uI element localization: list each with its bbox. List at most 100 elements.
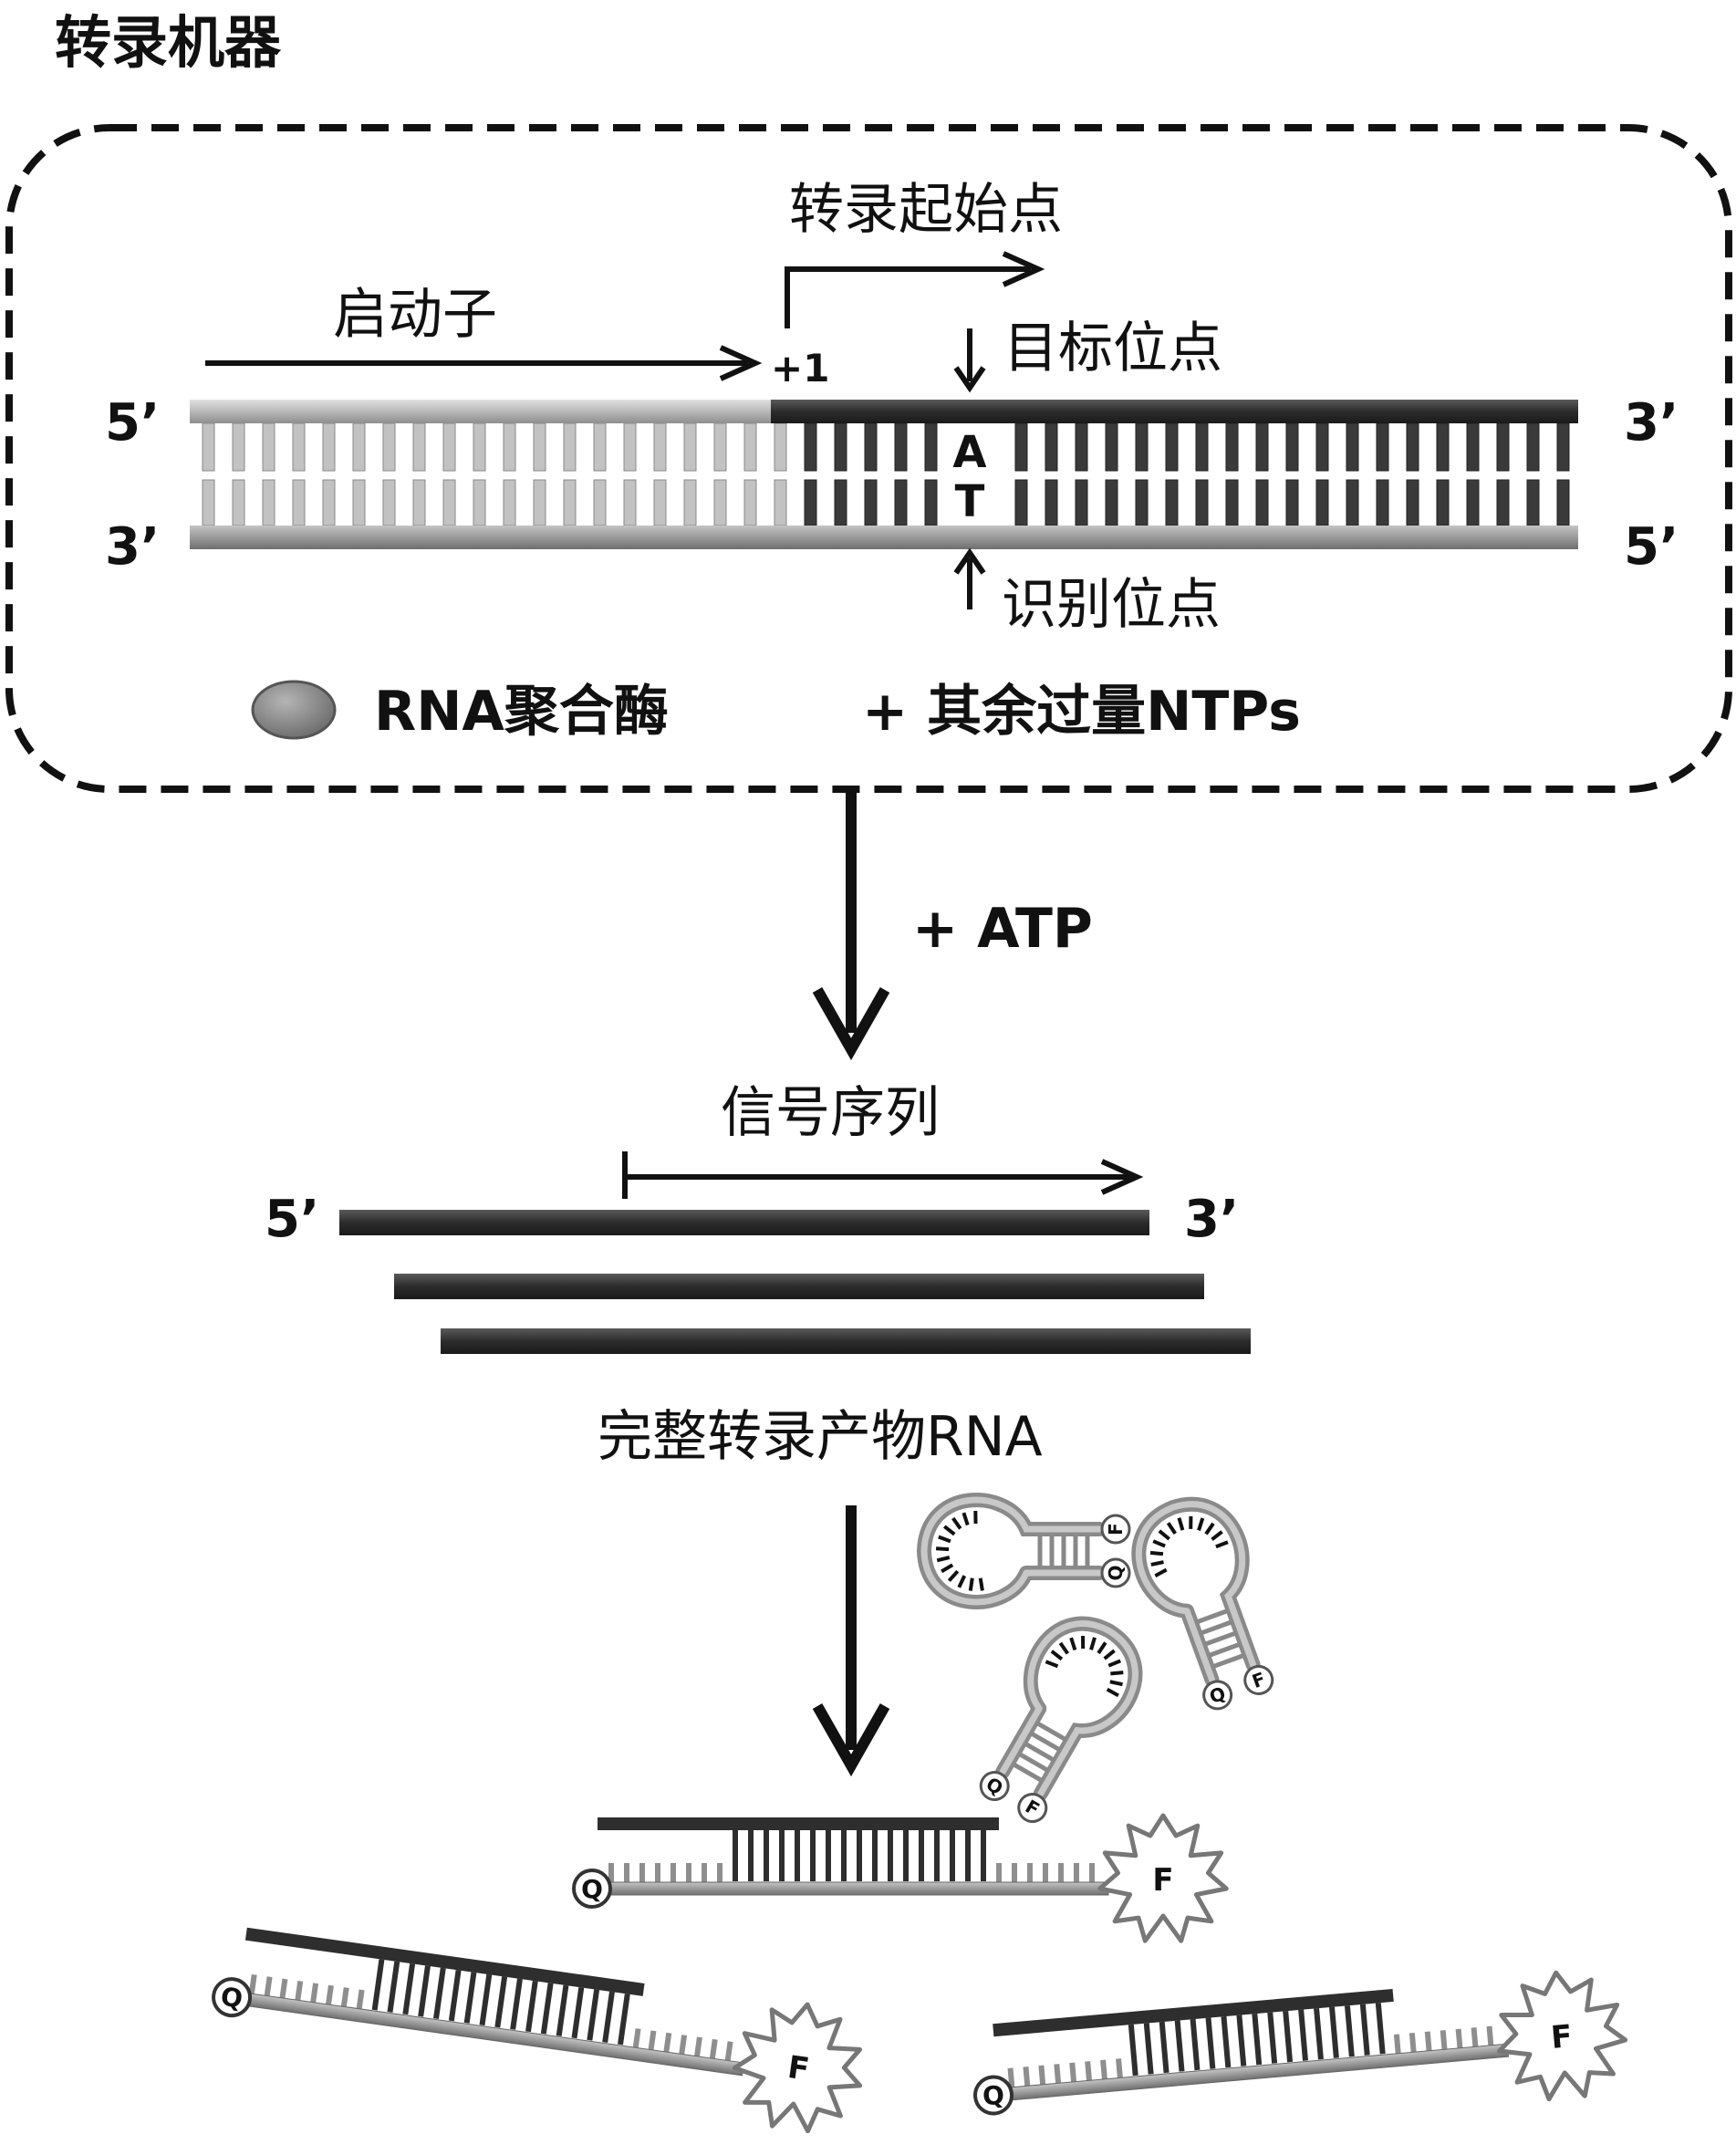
promoter-label: 启动子 xyxy=(333,283,497,347)
bottom-strand xyxy=(190,526,1578,549)
loop-base xyxy=(1155,1569,1168,1576)
paired-base xyxy=(449,1970,462,2021)
paired-base xyxy=(541,1983,554,2034)
dna-rung-top xyxy=(1286,423,1298,471)
loop-base xyxy=(941,1565,952,1571)
dna-rung-top xyxy=(1557,423,1569,471)
dna-rung-top xyxy=(1467,423,1479,471)
loop-base xyxy=(1107,1689,1118,1695)
paired-base xyxy=(602,1992,615,2043)
stem-base-pair xyxy=(1213,1655,1244,1666)
hybridized-beacon: QF xyxy=(574,1816,1226,1941)
unpaired-base xyxy=(265,1976,273,1997)
dna-rung-bottom xyxy=(564,480,576,526)
recognition-site-label: 识别位点 xyxy=(1002,573,1221,637)
unpaired-base xyxy=(1394,2034,1401,2054)
fluorophore-marker: F xyxy=(1242,1662,1276,1697)
loop-base xyxy=(1150,1549,1163,1558)
dna-rung-top xyxy=(895,423,907,471)
fluorophore-marker: F xyxy=(1102,1515,1129,1543)
unpaired-base xyxy=(996,1863,1002,1883)
top-strand-promoter xyxy=(190,400,774,423)
dna-rung-bottom xyxy=(534,480,546,526)
unpaired-base xyxy=(1043,1863,1048,1883)
dna-rung-bottom xyxy=(744,480,756,526)
loop-base xyxy=(1066,1638,1079,1650)
stem-base-pair xyxy=(1205,1633,1236,1644)
dna-rung-bottom xyxy=(925,480,937,526)
dna-rung-top xyxy=(774,423,786,471)
loop-base xyxy=(953,1518,961,1528)
paired-base xyxy=(1128,2025,1138,2076)
dna-rung-bottom xyxy=(684,480,696,526)
dna-rung-bottom xyxy=(323,480,335,526)
quencher-marker: Q xyxy=(1102,1559,1129,1587)
loop-base xyxy=(1169,1522,1176,1535)
loop-base xyxy=(1151,1560,1164,1567)
dna-rung-top xyxy=(323,423,335,471)
unpaired-base xyxy=(1023,2067,1030,2087)
dna-rung-bottom xyxy=(1467,480,1479,526)
unpaired-base xyxy=(648,2030,656,2051)
dna-rung-bottom xyxy=(1045,480,1057,526)
unpaired-base xyxy=(341,1987,349,2008)
loop-base xyxy=(1179,1518,1184,1530)
start-site-label: 转录起始点 xyxy=(789,178,1063,242)
unpaired-base xyxy=(1440,2030,1448,2050)
paired-base xyxy=(888,1830,893,1881)
quencher-marker: Q xyxy=(574,1870,610,1907)
unpaired-base xyxy=(655,1863,660,1883)
dna-rung-top xyxy=(684,423,696,471)
dna-rung-top xyxy=(203,423,214,471)
rna-product-3 xyxy=(441,1328,1251,1354)
dna-rung-top xyxy=(1437,423,1449,471)
loop-base xyxy=(1088,1638,1097,1650)
dna-rung-bottom xyxy=(353,480,365,526)
unpaired-base xyxy=(633,2028,641,2049)
unpaired-base xyxy=(1409,2033,1417,2053)
unpaired-base xyxy=(1116,2058,1123,2078)
dna-rung-bottom xyxy=(835,480,847,526)
dna-rung-bottom xyxy=(1527,480,1539,526)
unpaired-base xyxy=(670,1863,676,1883)
loop-base xyxy=(1110,1667,1123,1679)
loop-base xyxy=(1051,1651,1063,1660)
dna-rung-bottom xyxy=(774,480,786,526)
dna-rung-bottom xyxy=(1226,480,1238,526)
dna-rung-top xyxy=(805,423,816,471)
unpaired-base xyxy=(1054,2064,1061,2084)
loop-base xyxy=(1077,1636,1088,1649)
hairpin-beacon: FQ xyxy=(1125,1490,1291,1718)
paired-base xyxy=(1267,2012,1277,2063)
product-5prime: 5’ xyxy=(265,1190,319,1249)
paired-base xyxy=(857,1830,862,1881)
signal-sequence-bracket-arrow xyxy=(625,1151,1137,1199)
unpaired-base xyxy=(694,2037,702,2058)
dna-rung-bottom xyxy=(624,480,636,526)
top-strand-template xyxy=(771,400,1578,423)
dna-rung-top xyxy=(564,423,576,471)
paired-base xyxy=(950,1830,955,1881)
dna-rung-bottom xyxy=(865,480,877,526)
paired-base xyxy=(1159,2022,1169,2073)
dna-rung-top xyxy=(504,423,515,471)
dna-rung-top xyxy=(1015,423,1027,471)
rna-product-2 xyxy=(394,1274,1204,1299)
unpaired-base xyxy=(279,1979,287,2000)
dna-rung-top xyxy=(624,423,636,471)
dna-rung-top xyxy=(1316,423,1328,471)
dna-rung-top xyxy=(1256,423,1268,471)
paired-base xyxy=(733,1830,738,1881)
dna-rung-top xyxy=(1106,423,1117,471)
down-arrow-hybridization xyxy=(817,1505,885,1765)
loop-base xyxy=(937,1557,950,1560)
dna-rung-top xyxy=(925,423,937,471)
dna-rung-bottom xyxy=(1407,480,1419,526)
unpaired-base xyxy=(1456,2029,1463,2049)
paired-base xyxy=(525,1981,538,2032)
unpaired-base xyxy=(1074,1863,1079,1883)
target-site-arrow xyxy=(956,328,983,388)
loop-base xyxy=(971,1578,972,1591)
paired-base xyxy=(618,1994,630,2045)
